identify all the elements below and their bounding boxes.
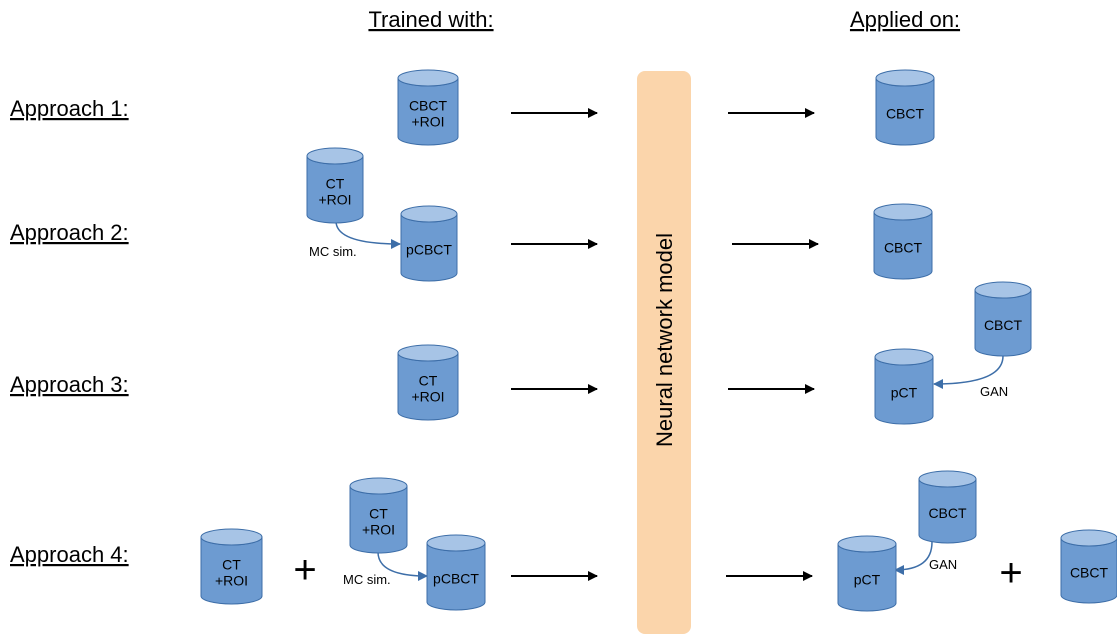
header-applied-on: Applied on: (850, 7, 960, 32)
cylinder-label: pCT (854, 572, 881, 588)
gan-arrow-a3 (933, 355, 1004, 389)
gan-label-a4: GAN (929, 557, 957, 572)
cylinder-top (397, 344, 459, 362)
cylinder-top (1060, 529, 1117, 547)
cylinder-a3-cbct: CBCT (974, 281, 1032, 357)
approach-3-label: Approach 3: (10, 372, 129, 397)
cylinder-label: +ROI (215, 573, 248, 589)
cylinder-a4-train: pCBCT (426, 534, 486, 611)
gan-label-a3: GAN (980, 384, 1008, 399)
cylinder-top (400, 205, 458, 223)
cylinder-a2-train: pCBCT (400, 205, 458, 282)
approach-4-label: Approach 4: (10, 542, 129, 567)
gan-arrow-a4 (894, 541, 933, 575)
cylinder-top (426, 534, 486, 552)
mc-sim-arrow-a4 (377, 551, 428, 581)
cylinder-a4-ct-top: CT+ROI (349, 477, 408, 554)
cylinder-label: CBCT (886, 106, 925, 122)
cylinder-a2-ct: CT+ROI (306, 147, 364, 224)
cylinder-a3-pct: pCT (874, 348, 934, 425)
cylinder-label: CBCT (884, 240, 923, 256)
cylinder-label: CT (369, 506, 388, 522)
cylinder-a4-ct-left: CT+ROI (200, 528, 263, 605)
cylinder-label: CBCT (984, 317, 1023, 333)
header-trained-with: Trained with: (368, 7, 493, 32)
cylinder-label: pCBCT (406, 242, 452, 258)
cylinder-a4-cbct-top: CBCT (918, 470, 977, 544)
cylinder-label: +ROI (362, 522, 395, 538)
cylinder-label: +ROI (411, 114, 444, 130)
mc-sim-arrow-a2 (335, 220, 401, 249)
plus-sign-right: + (999, 551, 1022, 595)
cylinder-label: pCBCT (433, 571, 479, 587)
cylinder-label: CT (326, 176, 345, 192)
cylinder-label: +ROI (318, 192, 351, 208)
cylinder-top (349, 477, 408, 495)
cylinder-label: +ROI (411, 389, 444, 405)
neural-network-model-box (637, 71, 691, 634)
cylinder-label: CBCT (1070, 565, 1109, 581)
cylinder-label: pCT (891, 385, 918, 401)
cylinder-label: CT (222, 557, 241, 573)
neural-network-model-label: Neural network model (652, 233, 677, 447)
cylinder-a1-train: CBCT+ROI (397, 69, 459, 146)
cylinder-top (873, 203, 933, 221)
approach-1-label: Approach 1: (10, 96, 129, 121)
cylinder-a2-apply: CBCT (873, 203, 933, 280)
cylinder-top (874, 348, 934, 366)
plus-sign-left: + (293, 548, 316, 592)
cylinder-top (397, 69, 459, 87)
cylinder-top (875, 69, 935, 87)
cylinder-top (974, 281, 1032, 299)
cylinder-a4-cbct-right: CBCT (1060, 529, 1117, 604)
mc-sim-label-a4: MC sim. (343, 572, 391, 587)
cylinder-label: CBCT (928, 505, 967, 521)
approach-2-label: Approach 2: (10, 220, 129, 245)
cylinder-top (918, 470, 977, 488)
cylinder-a3-train: CT+ROI (397, 344, 459, 421)
cylinder-label: CBCT (409, 98, 448, 114)
cylinder-top (200, 528, 263, 546)
cylinder-label: CT (419, 373, 438, 389)
cylinder-top (837, 535, 897, 553)
mc-sim-label-a2: MC sim. (309, 244, 357, 259)
cylinder-a4-pct: pCT (837, 535, 897, 612)
cylinder-top (306, 147, 364, 165)
cylinder-a1-apply: CBCT (875, 69, 935, 146)
